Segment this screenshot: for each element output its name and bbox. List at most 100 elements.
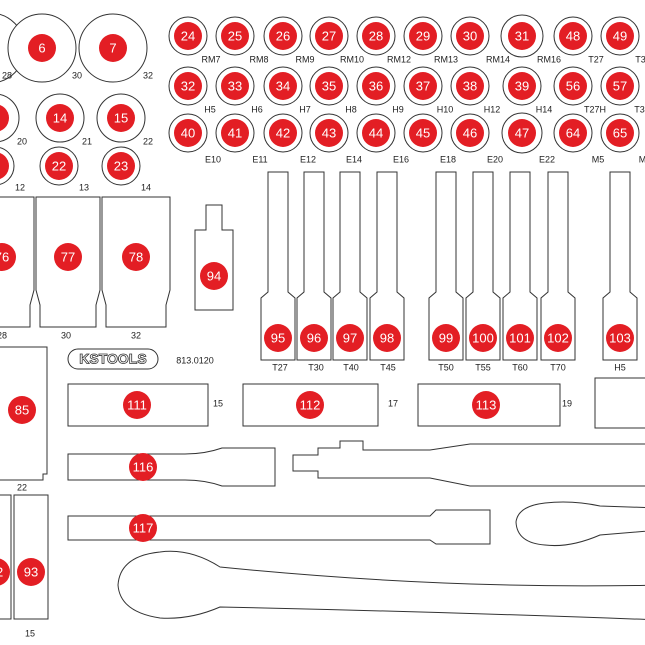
bit-row2-marker xyxy=(221,72,249,100)
bit-row1-size-label: T30 xyxy=(635,54,645,64)
bit-row1-number: 49 xyxy=(613,28,627,43)
socket-large-number: 7 xyxy=(109,40,116,55)
handle-117-outline xyxy=(67,509,491,545)
bit-socket-marker xyxy=(264,324,292,352)
bit-row1-marker xyxy=(409,22,437,50)
bit-row3-marker xyxy=(508,119,536,147)
handle-117-marker xyxy=(129,514,157,542)
bit-row3-number: 43 xyxy=(322,125,336,140)
bit-row1-marker xyxy=(269,22,297,50)
bit-socket-marker xyxy=(336,324,364,352)
extension-marker xyxy=(472,391,500,419)
bit-row2-size-label: T30 xyxy=(634,104,645,114)
bit-socket-outline xyxy=(369,171,405,361)
bit-row2-marker xyxy=(456,72,484,100)
bit-socket-size-label: T50 xyxy=(438,362,454,372)
bit-socket-marker xyxy=(432,324,460,352)
bit-row1-size-label: RM7 xyxy=(201,54,220,64)
socket-92-number: 92 xyxy=(0,564,3,579)
set-number-label: 813.0120 xyxy=(176,355,214,365)
bit-row3-number: 65 xyxy=(613,125,627,140)
bit-row2-size-label: T27H xyxy=(584,104,606,114)
socket-small-number: 22 xyxy=(52,158,66,173)
bit-row2-number: 38 xyxy=(463,78,477,93)
bit-row2-size-label: H10 xyxy=(437,104,454,114)
adapter-number: 94 xyxy=(207,268,221,283)
bit-row3-number: 64 xyxy=(566,125,580,140)
bit-row3-number: 41 xyxy=(228,125,242,140)
bit-row3-size-label: M6 xyxy=(639,154,645,164)
bit-socket-size-label: T40 xyxy=(343,362,359,372)
bit-socket-outline xyxy=(428,171,464,361)
bit-row1-number: 28 xyxy=(369,28,383,43)
bit-row2-marker xyxy=(409,72,437,100)
bit-row3-size-label: M5 xyxy=(592,154,605,164)
bit-row2-marker xyxy=(174,72,202,100)
bit-socket-number: 97 xyxy=(343,330,357,345)
socket-small-size-label: 14 xyxy=(141,182,151,192)
ratchet-large-outline xyxy=(117,550,645,620)
adapter-outline xyxy=(194,204,234,311)
bit-row3-number: 47 xyxy=(515,125,529,140)
bit-row1-size-label: RM16 xyxy=(537,54,561,64)
socket-85-number: 85 xyxy=(15,402,29,417)
deep-socket-size-label: 30 xyxy=(61,330,71,340)
bit-socket-outline xyxy=(332,171,368,361)
bit-socket-outline xyxy=(502,171,538,361)
socket-92-marker xyxy=(0,558,10,586)
socket-medium-outline xyxy=(0,94,20,142)
bit-row3-marker xyxy=(221,119,249,147)
bit-row2-marker xyxy=(606,72,634,100)
extension-number: 113 xyxy=(476,397,497,412)
bit-socket-outline xyxy=(540,171,576,361)
bit-row2-number: 57 xyxy=(613,78,627,93)
extension-marker xyxy=(296,391,324,419)
extension-size-label: 15 xyxy=(213,398,223,408)
socket-medium-number: 14 xyxy=(53,110,67,125)
bit-socket-marker xyxy=(544,324,572,352)
bit-row1-size-label: RM10 xyxy=(340,54,364,64)
bit-socket-number: 101 xyxy=(509,330,531,345)
bit-row3-size-label: E12 xyxy=(300,154,316,164)
socket-small-number: 23 xyxy=(114,158,128,173)
bit-row2-size-label: H6 xyxy=(251,104,263,114)
bit-row2-size-label: H5 xyxy=(204,104,216,114)
bit-row3-number: 46 xyxy=(463,125,477,140)
socket-medium-marker xyxy=(0,104,9,132)
bit-socket-size-label: T45 xyxy=(380,362,396,372)
bit-row1-marker xyxy=(362,22,390,50)
extension-marker xyxy=(123,391,151,419)
bit-socket-marker xyxy=(469,324,497,352)
bit-socket-outline xyxy=(260,171,296,361)
bit-row3-marker xyxy=(606,119,634,147)
socket-medium-marker xyxy=(46,104,74,132)
bit-row3-size-label: E18 xyxy=(440,154,456,164)
bit-row1-marker xyxy=(606,22,634,50)
bit-row1-number: 25 xyxy=(228,28,242,43)
bit-socket-outline xyxy=(296,171,332,361)
bit-row2-number: 33 xyxy=(228,78,242,93)
socket-small-marker xyxy=(0,152,9,180)
bit-socket-number: 100 xyxy=(472,330,494,345)
bit-row1-size-label: RM14 xyxy=(486,54,510,64)
bit-row1-marker xyxy=(221,22,249,50)
bit-row1-marker xyxy=(174,22,202,50)
socket-medium-number: 15 xyxy=(114,110,128,125)
bit-socket-number: 103 xyxy=(609,330,631,345)
handle-116-outline xyxy=(67,447,276,487)
bit-socket-outline xyxy=(602,171,638,361)
bit-socket-number: 102 xyxy=(547,330,569,345)
bit-row2-number: 39 xyxy=(515,78,529,93)
deep-socket-number: 77 xyxy=(61,249,75,264)
bit-row1-marker xyxy=(456,22,484,50)
bit-row3-size-label: E22 xyxy=(539,154,555,164)
bit-row3-marker xyxy=(174,119,202,147)
bit-row2-size-label: H12 xyxy=(484,104,501,114)
bit-row3-marker xyxy=(269,119,297,147)
extension-number: 112 xyxy=(300,397,321,412)
brand-logo: KSTOOLS xyxy=(67,348,159,370)
deep-socket-number: 76 xyxy=(0,249,9,264)
bit-row3-marker xyxy=(315,119,343,147)
bit-row1-number: 31 xyxy=(515,28,529,43)
